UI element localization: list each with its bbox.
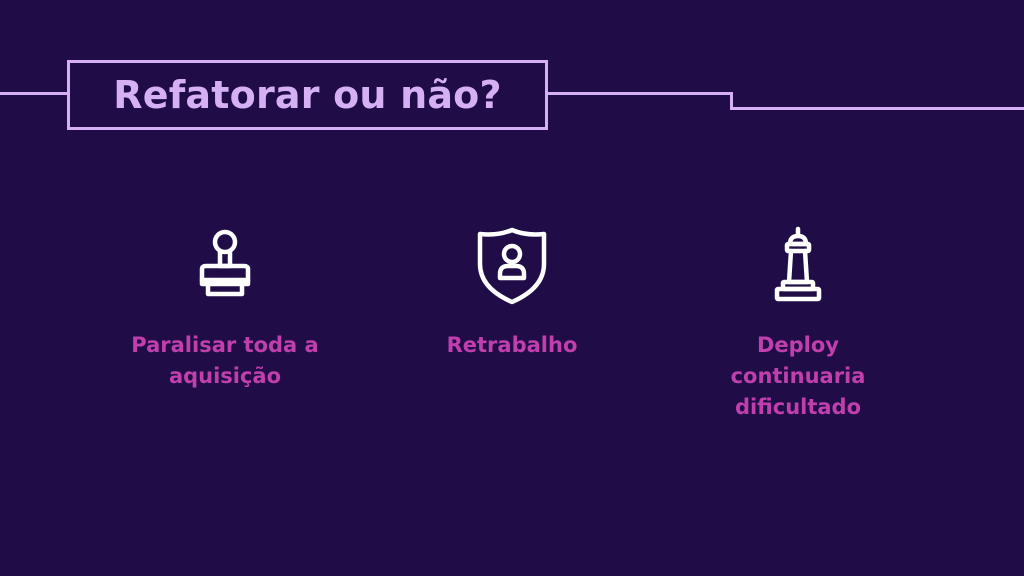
shield-user-icon [477,227,547,305]
label-line: Paralisar toda a [131,333,319,357]
label-line: Deploy [756,333,839,357]
item-label: Paralisar toda a aquisição [131,330,318,392]
label-line: Retrabalho [446,333,578,357]
item-label: Deploy continuaria dificultado [731,330,866,423]
stamp-icon [199,229,251,297]
title-rule-right-lower [730,107,1024,110]
label-line: continuaria [730,364,866,388]
item-label: Retrabalho [447,330,578,361]
label-line: aquisição [168,364,282,388]
page-title: Refatorar ou não? [113,73,502,117]
label-line: dificultado [734,395,862,419]
item-retrabalho: Retrabalho [382,226,642,361]
item-paralisar: Paralisar toda a aquisição [95,226,355,392]
title-rule-step [730,92,733,110]
chess-piece-icon [774,226,822,302]
item-deploy: Deploy continuaria dificultado [668,226,928,423]
title-rule-left [0,92,68,95]
title-rule-right [545,92,733,95]
title-frame: Refatorar ou não? [67,60,548,130]
